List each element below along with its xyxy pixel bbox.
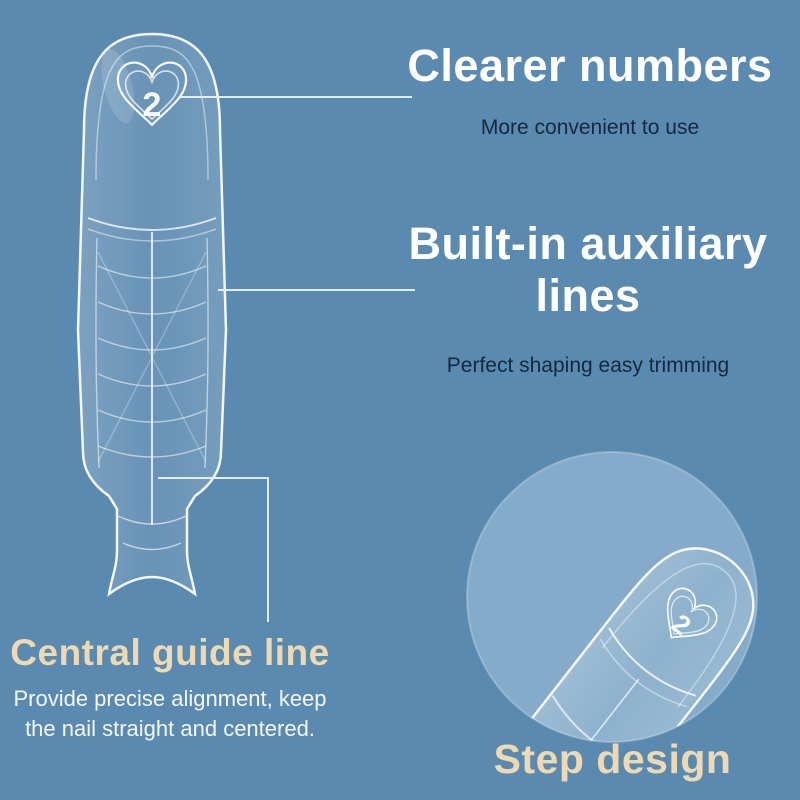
auxiliary-lines-title: Built-in auxiliary lines [408,218,768,321]
smile-line [87,217,217,231]
inset-step-edge [551,694,645,742]
annotation-auxiliary-lines: Built-in auxiliary lines Perfect shaping… [388,218,788,378]
clearer-numbers-subtitle: More convenient to use [480,115,700,139]
nail-number: 2 [143,86,162,124]
zoom-inset-ring [466,451,758,743]
clearer-numbers-title: Clearer numbers [407,40,773,91]
annotation-step-design: Step design [455,736,770,783]
central-guide-title: Central guide line [10,632,330,673]
annotation-clearer-numbers: Clearer numbers More convenient to use [395,40,785,140]
central-guide-subtitle: Provide precise alignment, keep the nail… [13,686,327,741]
auxiliary-lines-subtitle: Perfect shaping easy trimming [446,353,730,377]
inset-smile-line [608,627,696,697]
step-design-title: Step design [493,736,732,782]
step-lines [117,515,187,551]
nail-form: 2 [76,32,228,597]
callout-line-guide [158,477,269,622]
annotation-central-guide: Central guide line Provide precise align… [10,632,330,743]
